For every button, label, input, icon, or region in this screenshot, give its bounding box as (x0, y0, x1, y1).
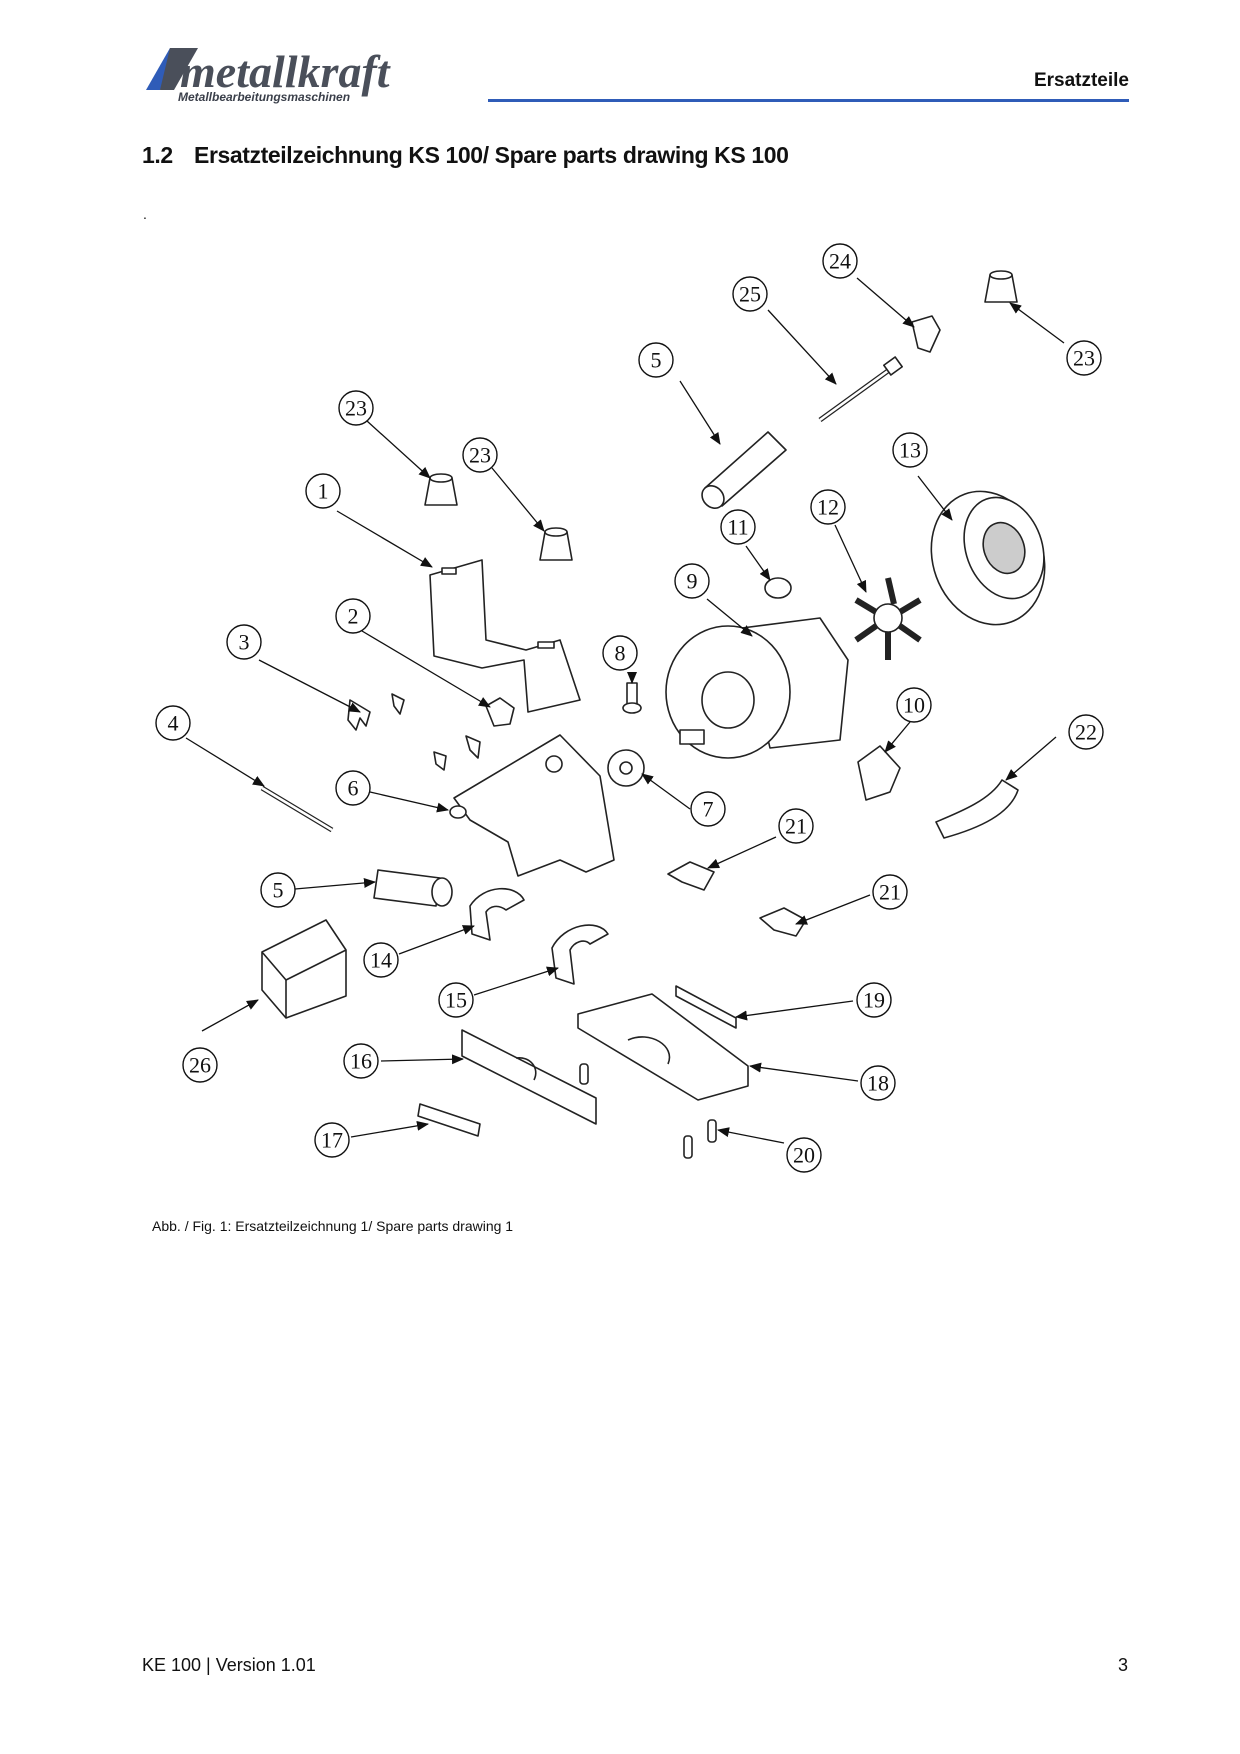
handle-grip-part (373, 869, 453, 907)
handle-grip-part (701, 431, 787, 509)
title-text: Ersatzteilzeichnung KS 100/ Spare parts … (194, 142, 789, 168)
callout-23: 23 (345, 396, 367, 421)
bracket-part (911, 315, 941, 353)
coupling-part (607, 749, 645, 787)
callout-7: 7 (703, 797, 714, 822)
cap-part (764, 577, 792, 599)
callout-24: 24 (829, 249, 851, 274)
stray-mark: . (143, 206, 147, 222)
logo-subtitle: Metallbearbeitungsmaschinen (178, 90, 351, 104)
base-casting-part (449, 734, 615, 877)
leader-lines (185, 277, 1065, 1144)
callout-12: 12 (817, 495, 839, 520)
rubber-foot-part (984, 270, 1018, 303)
callout-4: 4 (168, 711, 179, 736)
footer-document: KE 100 | Version 1.01 (142, 1655, 316, 1675)
wing-nut-part (465, 735, 481, 759)
callout-23: 23 (1073, 346, 1095, 371)
callout-circles (155, 243, 1104, 1173)
pin-part (707, 1119, 717, 1143)
bent-tube-part (935, 779, 1019, 839)
rubber-foot-part (424, 473, 458, 506)
wing-nut-part (433, 751, 447, 771)
rubber-foot-part (539, 527, 573, 561)
figure-caption: Abb. / Fig. 1: Ersatzteilzeichnung 1/ Sp… (152, 1218, 514, 1234)
fan-cover-part (930, 490, 1046, 626)
callout-5: 5 (651, 348, 662, 373)
callout-11: 11 (727, 515, 748, 540)
small-screw-part (622, 682, 642, 714)
callout-18: 18 (867, 1071, 889, 1096)
callout-23: 23 (469, 443, 491, 468)
long-bolt-part (818, 356, 903, 423)
callout-15: 15 (445, 988, 467, 1013)
callout-17: 17 (321, 1128, 343, 1153)
callout-19: 19 (863, 988, 885, 1013)
callout-6: 6 (348, 776, 359, 801)
chip-tray-part (261, 919, 347, 1019)
mounting-frame-part (429, 559, 581, 713)
callout-9: 9 (687, 569, 698, 594)
callout-21: 21 (879, 880, 901, 905)
callout-20: 20 (793, 1143, 815, 1168)
guide-bar-part (461, 1029, 597, 1125)
fan-wheel-part (854, 577, 922, 660)
callout-5: 5 (273, 878, 284, 903)
spare-parts-drawing: 1 2 3 4 5 5 6 7 8 9 10 11 12 13 14 15 16… (155, 243, 1104, 1173)
callout-26: 26 (189, 1053, 211, 1078)
callout-13: 13 (899, 438, 921, 463)
wing-nut-part (347, 699, 371, 731)
logo-wordmark: metallkraft (180, 46, 391, 97)
callout-3: 3 (239, 630, 250, 655)
callout-21: 21 (785, 814, 807, 839)
callout-2: 2 (348, 604, 359, 629)
title-number: 1.2 (142, 142, 173, 168)
bearing-block-part (857, 745, 901, 801)
callout-16: 16 (350, 1049, 372, 1074)
small-bar-part (417, 1103, 481, 1137)
header-rule (488, 99, 1129, 102)
callout-14: 14 (370, 948, 392, 973)
knob-part (485, 697, 515, 727)
callout-8: 8 (615, 641, 626, 666)
callout-10: 10 (903, 693, 925, 718)
clamp-jaw-part (469, 887, 525, 941)
callout-25: 25 (739, 282, 761, 307)
footer-page-number: 3 (1117, 1655, 1128, 1675)
rod-part (260, 785, 334, 833)
metallkraft-logo: metallkraft (146, 46, 391, 97)
base-plate-part (577, 993, 749, 1101)
page-title: 1.2 Ersatzteilzeichnung KS 100/ Spare par… (142, 142, 789, 169)
motor-part (665, 617, 849, 759)
pin-part (683, 1135, 693, 1159)
lever-part (759, 907, 807, 937)
callout-1: 1 (318, 479, 329, 504)
section-label: Ersatzteile (1033, 70, 1129, 91)
pin-part (579, 1063, 589, 1085)
rail-part (675, 985, 737, 1029)
wing-nut-part (391, 693, 405, 715)
callout-22: 22 (1075, 720, 1097, 745)
clamp-jaw-part (551, 924, 609, 985)
lever-part (667, 861, 715, 891)
